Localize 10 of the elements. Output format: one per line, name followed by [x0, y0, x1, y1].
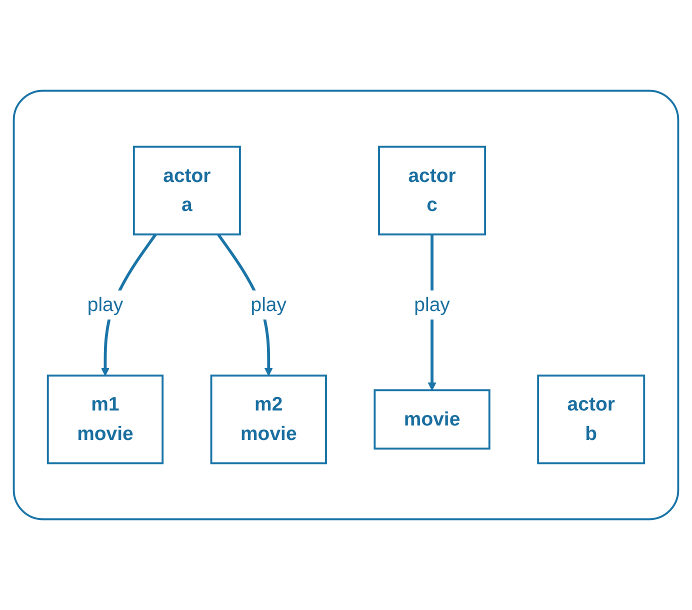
node-box: actor b — [537, 374, 646, 464]
edge-label: play — [414, 294, 450, 316]
edge-label: play — [87, 294, 124, 316]
node-box: m2 movie — [210, 374, 327, 464]
node-box: actor c — [378, 146, 486, 236]
node-box: m1 movie — [46, 374, 164, 464]
node-box: movie — [374, 389, 490, 450]
edge-label: play — [250, 294, 287, 316]
cluster — [12, 90, 680, 520]
node-box: actor a — [132, 146, 241, 236]
